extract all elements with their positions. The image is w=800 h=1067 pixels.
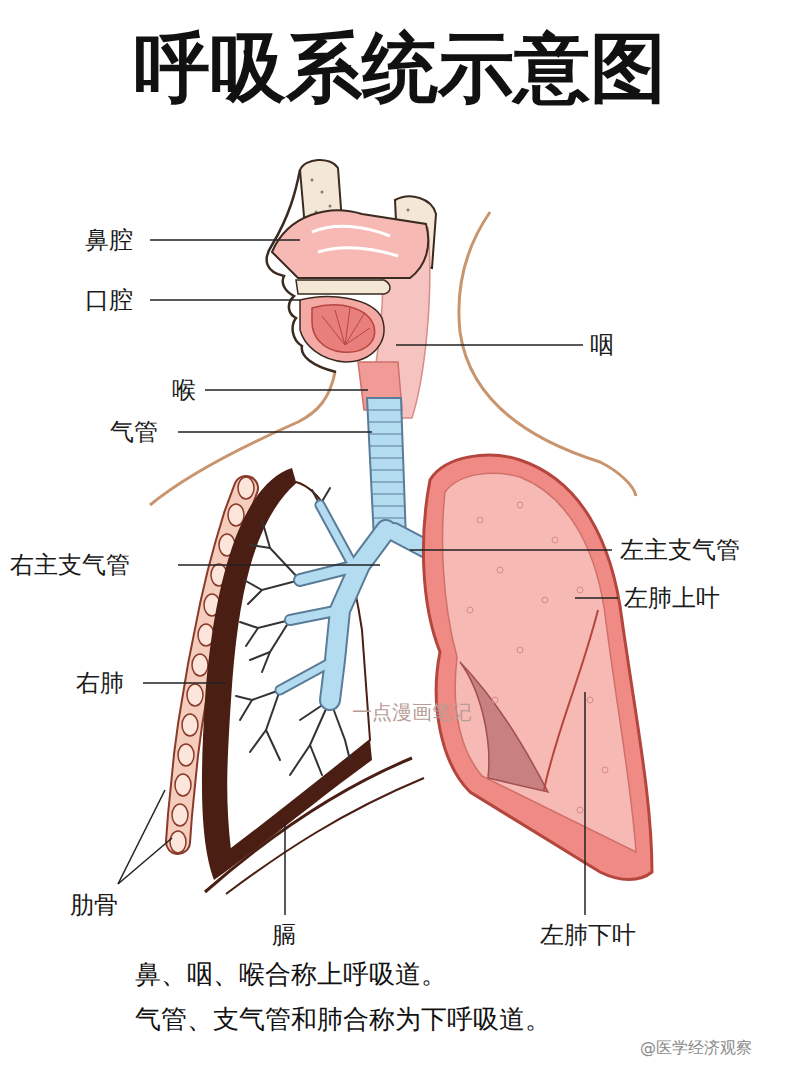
- trachea: [367, 398, 406, 540]
- note: 鼻、咽、喉合称上呼吸道。: [135, 959, 447, 990]
- title: 呼吸系统示意图: [0, 22, 800, 113]
- part-label: 右主支气管: [10, 551, 130, 580]
- part-label: 右肺: [76, 669, 124, 698]
- tongue-texture: [322, 308, 370, 345]
- nasal-concha: [318, 248, 398, 256]
- tongue: [312, 305, 375, 352]
- lung-texture: [467, 502, 608, 813]
- diaphragm: [226, 778, 424, 894]
- palate: [296, 280, 390, 294]
- part-label: 膈: [272, 921, 296, 950]
- part-label: 左主支气管: [620, 536, 740, 565]
- oral-cavity: [300, 297, 384, 362]
- bronchus: [280, 505, 432, 700]
- right-lung: [226, 482, 370, 850]
- body-outline: [150, 372, 335, 505]
- trachea-ring: [368, 410, 405, 530]
- left-lung: [423, 455, 652, 879]
- part-label: 咽: [590, 331, 614, 360]
- lung-lobe-shade: [460, 662, 548, 792]
- lung-surface: [443, 473, 636, 852]
- diaphragm: [205, 758, 412, 892]
- watermark: 一点漫画笔记: [352, 700, 472, 724]
- nasal-cavity: [272, 210, 428, 278]
- oblique-fissure: [544, 610, 598, 790]
- part-label: 左肺上叶: [624, 584, 720, 613]
- body-outline: [459, 212, 636, 496]
- bronchus-outline: [280, 505, 432, 700]
- note: 气管、支气管和肺合称为下呼吸道。: [135, 1004, 551, 1035]
- pleura: [202, 468, 372, 880]
- part-label: 口腔: [85, 286, 133, 315]
- part-label: 肋骨: [70, 891, 118, 920]
- watermark: @医学经济观察: [640, 1038, 752, 1057]
- part-label: 喉: [172, 376, 196, 405]
- nasal-concha: [312, 226, 390, 236]
- part-label: 鼻腔: [85, 226, 133, 255]
- part-label: 气管: [110, 418, 158, 447]
- leader-line: [118, 240, 618, 915]
- part-label: 左肺下叶: [540, 921, 636, 950]
